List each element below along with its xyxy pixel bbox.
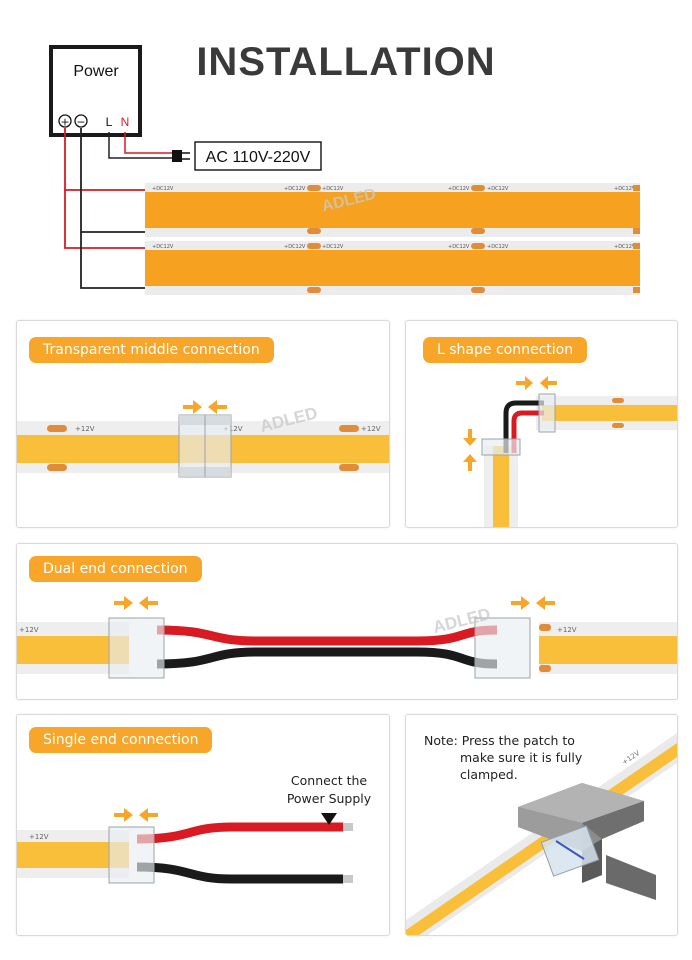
strip-mark: +DC12V — [614, 186, 636, 192]
strip-mark: +DC12V — [448, 186, 470, 192]
solder-pad — [539, 624, 551, 631]
black-wire — [156, 647, 498, 669]
strip-mark: +12V — [223, 425, 243, 433]
ac-wires: AC 110V-220V — [108, 132, 322, 171]
push-arrows-icon — [463, 376, 557, 471]
black-wire — [136, 862, 343, 884]
clamp-note: clamped. — [460, 767, 518, 782]
connector-clip — [540, 825, 600, 877]
solder-pad — [307, 228, 321, 234]
minus-terminal-label: − — [76, 116, 85, 129]
plug-icon — [172, 150, 182, 162]
middle-connection-panel: Transparent middle connection +12V +12V … — [16, 320, 390, 528]
solder-pad — [307, 287, 321, 293]
wire-tip — [343, 823, 353, 831]
power-supply-note: Connect the — [291, 773, 367, 788]
solder-pad — [633, 243, 640, 249]
solder-pad — [633, 287, 640, 293]
connector-clip — [108, 826, 155, 884]
solder-pad — [47, 464, 67, 471]
clamp-note-panel: +12V Note: Press the patch to make sure … — [405, 714, 678, 936]
led-strip-top: +DC12V +DC12V +DC12V +DC12V +DC12V +DC12… — [145, 183, 640, 237]
solder-pad — [471, 243, 485, 249]
connector-clip — [481, 438, 521, 456]
strip-mark: +12V — [29, 833, 49, 841]
solder-pad — [339, 425, 359, 432]
solder-pad — [307, 185, 321, 191]
solder-pad — [471, 228, 485, 234]
solder-pad — [539, 665, 551, 672]
single-connection-panel: Single end connection +12V Connect the P… — [16, 714, 390, 936]
connector-clip — [178, 414, 232, 478]
push-arrows-icon — [114, 596, 555, 610]
strip-mark: +DC12V — [284, 244, 306, 250]
down-arrow-icon — [321, 813, 337, 825]
red-wire — [156, 625, 498, 646]
power-label: Power — [73, 63, 119, 80]
strip-mark: +DC12V — [322, 186, 344, 192]
clamp-note: Note: Press the patch to — [424, 733, 575, 748]
strip-mark: +DC12V — [614, 244, 636, 250]
l-terminal-label: L — [106, 115, 113, 129]
red-wire — [136, 822, 343, 844]
connector-clip — [538, 393, 556, 433]
push-arrows-icon — [114, 808, 158, 822]
wire-tip — [343, 875, 353, 883]
lshape-connection-title: L shape connection — [423, 337, 588, 363]
strip-mark: +DC12V — [152, 186, 174, 192]
dual-connection-panel: Dual end connection +12V +12V ADLED — [16, 543, 678, 700]
strip-mark: +DC12V — [487, 244, 509, 250]
single-connection-title: Single end connection — [29, 727, 213, 753]
connector-clip — [108, 617, 165, 679]
solder-pad — [339, 464, 359, 471]
dc-wires — [64, 128, 146, 289]
strip-mark: +DC12V — [152, 244, 174, 250]
push-arrows-icon — [183, 400, 227, 414]
n-terminal-label: N — [121, 115, 130, 129]
led-strip-bottom: +DC12V +DC12V +DC12V +DC12V +DC12V +DC12… — [145, 241, 640, 295]
strip-mark: +12V — [361, 425, 381, 433]
plus-terminal-icon — [58, 114, 72, 128]
strip-mark: +DC12V — [448, 244, 470, 250]
strip-mark: +12V — [75, 425, 95, 433]
solder-pad — [633, 185, 640, 191]
strip-mark: +12V — [557, 626, 577, 634]
page-title: INSTALLATION — [196, 40, 496, 84]
solder-pad — [633, 228, 640, 234]
solder-pad — [471, 185, 485, 191]
clamp-note: make sure it is fully — [460, 750, 583, 765]
wiring-diagram: Power + − L N AC 110V-220V +DC12V +DC12V… — [49, 45, 640, 295]
strip-mark: +DC12V — [487, 186, 509, 192]
solder-pad — [471, 287, 485, 293]
dual-connection-title: Dual end connection — [29, 556, 202, 582]
power-supply-note: Power Supply — [287, 791, 372, 806]
strip-mark: +12V — [19, 626, 39, 634]
middle-connection-title: Transparent middle connection — [29, 337, 274, 363]
strip-mark: +DC12V — [284, 186, 306, 192]
strip-mark: +DC12V — [322, 244, 344, 250]
minus-terminal-icon — [74, 114, 88, 128]
lshape-connection-panel: L shape connection — [405, 320, 678, 528]
solder-pad — [47, 425, 67, 432]
connector-clip — [474, 617, 531, 679]
power-supply-box: Power + − L N — [49, 45, 142, 137]
plus-terminal-label: + — [60, 116, 69, 129]
ac-label-box — [194, 141, 322, 171]
solder-pad — [307, 243, 321, 249]
ac-label: AC 110V-220V — [206, 149, 311, 166]
